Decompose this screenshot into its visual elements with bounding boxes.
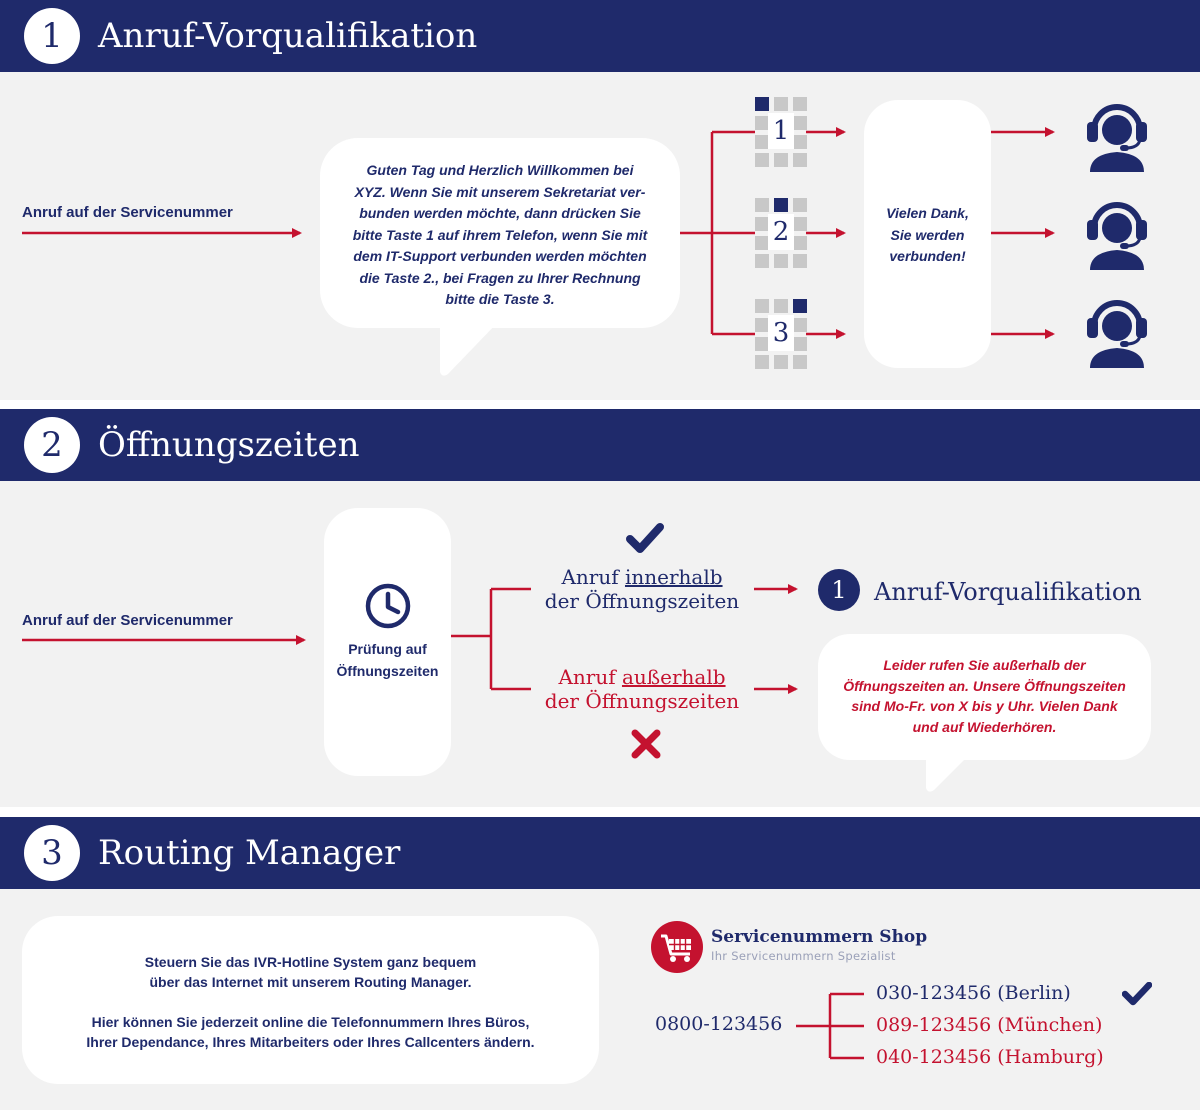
connect-text: Vielen Dank, Sie werden verbunden! [886, 205, 969, 264]
caller-label: Anruf auf der Servicenummer [22, 204, 233, 221]
checkbox-hamburg[interactable] [1124, 1047, 1146, 1069]
section-3-header: 3 Routing Manager [0, 817, 1200, 889]
inside-hours-label: Anruf innerhalb der Öffnungszeiten [544, 565, 740, 613]
section-number-badge: 3 [24, 825, 80, 881]
target-step-badge: 1 [818, 569, 860, 611]
target-number-muenchen: 089-123456 (München) [876, 1014, 1103, 1036]
keypad-icon-3: 3 [755, 299, 807, 369]
logo-tagline: Ihr Servicenummern Spezialist [711, 949, 896, 963]
checkbox-muenchen[interactable] [1124, 1015, 1146, 1037]
section-title: Anruf-Vorqualifikation [98, 16, 478, 56]
headset-agent-icon [1087, 202, 1147, 270]
section-1-header: 1 Anruf-Vorqualifikation [0, 0, 1200, 72]
section-title: Routing Manager [98, 833, 401, 873]
connect-bubble [864, 100, 991, 368]
opening-hours-check-bubble [324, 508, 451, 776]
section-1-connectors [22, 127, 1055, 339]
section-number-badge: 2 [24, 417, 80, 473]
section-3-connectors [796, 992, 864, 1060]
clock-icon [365, 583, 411, 629]
keypad-icon-1: 1 [755, 97, 807, 167]
outside-hours-label: Anruf außerhalb der Öffnungszeiten [544, 665, 740, 713]
speech-bubble-tail [440, 320, 500, 376]
opening-hours-check-label: Prüfung auf Öffnungszeiten [336, 641, 439, 679]
routing-info-text: Steuern Sie das IVR-Hotline System ganz … [86, 954, 535, 1050]
headset-agent-icon [1087, 104, 1147, 172]
key-digit: 1 [768, 113, 794, 149]
section-2-connectors [22, 584, 798, 694]
checkmark-icon [626, 523, 664, 553]
caller-label: Anruf auf der Servicenummer [22, 612, 233, 629]
headset-agent-icon [1087, 300, 1147, 368]
greeting-speech-bubble [320, 138, 680, 328]
cross-icon [631, 729, 661, 759]
routing-info-box [22, 916, 599, 1084]
closed-message-bubble [818, 634, 1151, 760]
checkmark-icon[interactable] [1122, 982, 1152, 1006]
key-digit: 3 [768, 315, 794, 351]
keypad-icon-2: 2 [755, 198, 807, 268]
closed-message-text: Leider rufen Sie außerhalb der Öffnungsz… [843, 657, 1126, 735]
target-number-hamburg: 040-123456 (Hamburg) [876, 1046, 1104, 1068]
section-number-badge: 1 [24, 8, 80, 64]
target-number-berlin: 030-123456 (Berlin) [876, 982, 1071, 1004]
section-2-header: 2 Öffnungszeiten [0, 409, 1200, 481]
logo-name: Servicenummern Shop [711, 927, 928, 947]
key-digit: 2 [768, 214, 794, 250]
greeting-text: Guten Tag und Herzlich Willkommen bei XY… [352, 162, 648, 307]
section-title: Öffnungszeiten [98, 425, 360, 465]
target-step-title: Anruf-Vorqualifikation [874, 578, 1142, 606]
source-number: 0800-123456 [655, 1013, 783, 1035]
speech-bubble-tail [926, 752, 972, 792]
shopping-cart-logo-icon [651, 921, 703, 973]
